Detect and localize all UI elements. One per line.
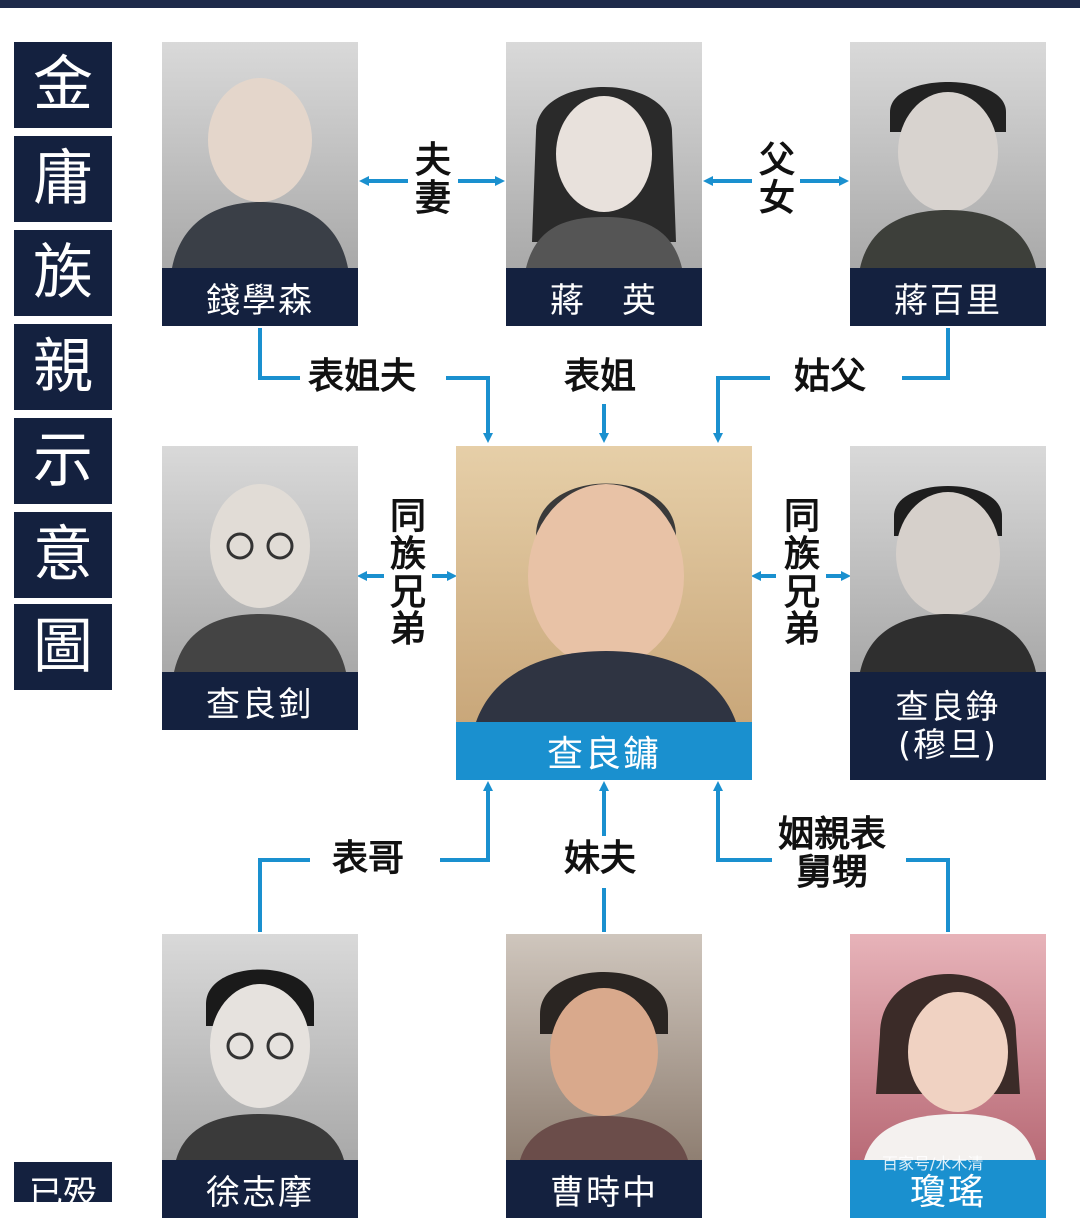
name-jiang-ying: 蔣 英 xyxy=(506,268,702,326)
relation-biaojiefu: 表姐夫 xyxy=(308,355,417,397)
relation-yinqin-line1: 姻親表 xyxy=(778,813,887,855)
person-silhouette-icon xyxy=(476,483,736,722)
person-silhouette-icon xyxy=(860,82,1036,268)
name-cao-shizhong: 曹時中 xyxy=(506,1160,702,1218)
portrait-jiang-baili xyxy=(850,42,1046,268)
relation-char: 弟 xyxy=(783,608,820,651)
name-jiang-baili: 蔣百里 xyxy=(850,268,1046,326)
name-qian-xuesen: 錢學森 xyxy=(162,268,358,326)
title-char-3: 族 xyxy=(14,230,112,316)
portrait-qiong-yao xyxy=(850,934,1046,1160)
portrait-zha-liangyong xyxy=(456,446,752,722)
person-silhouette-icon xyxy=(860,486,1036,672)
relation-char: 女 xyxy=(758,176,795,219)
title-char-1: 金 xyxy=(14,42,112,128)
name-zha-liangzheng-line1: 查良錚 xyxy=(895,687,1001,727)
relation-tongzu-left: 同 族 兄 弟 xyxy=(386,495,430,651)
relation-biaojie: 表姐 xyxy=(564,355,637,397)
person-silhouette-icon xyxy=(520,972,688,1160)
relation-biaoge: 表哥 xyxy=(332,837,405,879)
relation-char: 父 xyxy=(758,139,795,181)
name-zha-liangyong: 查良鏞 xyxy=(456,722,752,780)
person-silhouette-icon xyxy=(526,87,682,268)
relation-char: 族 xyxy=(389,532,426,575)
name-zha-liangzheng: 查良錚 (穆旦) xyxy=(850,672,1046,780)
portrait-jiang-ying xyxy=(506,42,702,268)
portrait-xu-zhimo xyxy=(162,934,358,1160)
watermark-text: 百家号/水木清 xyxy=(882,1154,984,1173)
relation-char: 族 xyxy=(783,532,820,575)
relation-gufu: 姑父 xyxy=(794,355,867,397)
relation-char: 同 xyxy=(783,495,820,537)
title-char-5: 示 xyxy=(14,418,112,504)
relation-yinqin-line2: 舅甥 xyxy=(796,850,869,893)
relation-yinqin: 姻親表 舅甥 xyxy=(778,813,887,893)
portrait-zha-liangzheng xyxy=(850,446,1046,672)
title-char-2: 庸 xyxy=(14,136,112,222)
person-silhouette-icon xyxy=(174,484,346,672)
person-silhouette-icon xyxy=(172,78,348,268)
relation-char: 兄 xyxy=(783,570,820,613)
title-char-4: 親 xyxy=(14,324,112,410)
name-xu-zhimo: 徐志摩 xyxy=(162,1160,358,1218)
name-zha-liangzheng-line2: (穆旦) xyxy=(898,725,998,764)
title-char-6: 意 xyxy=(14,512,112,598)
relation-char: 同 xyxy=(389,495,426,537)
relation-char: 弟 xyxy=(389,608,426,651)
portrait-zha-liangzhao xyxy=(162,446,358,672)
portrait-qian-xuesen xyxy=(162,42,358,268)
relation-meifu: 妹夫 xyxy=(564,837,637,879)
relation-fuqi: 夫 妻 xyxy=(411,139,455,219)
top-border xyxy=(0,0,1080,8)
relation-funv: 父 女 xyxy=(755,139,799,219)
person-silhouette-icon xyxy=(176,969,344,1160)
relation-char: 夫 xyxy=(414,139,451,181)
relation-char: 妻 xyxy=(414,176,451,219)
portrait-cao-shizhong xyxy=(506,934,702,1160)
person-silhouette-icon xyxy=(864,974,1036,1160)
connector-lines xyxy=(258,176,950,932)
title-char-7: 圖 xyxy=(14,604,112,690)
relation-char: 兄 xyxy=(389,570,426,613)
relation-tongzu-right: 同 族 兄 弟 xyxy=(780,495,824,651)
name-zha-liangzhao: 查良釗 xyxy=(162,672,358,730)
